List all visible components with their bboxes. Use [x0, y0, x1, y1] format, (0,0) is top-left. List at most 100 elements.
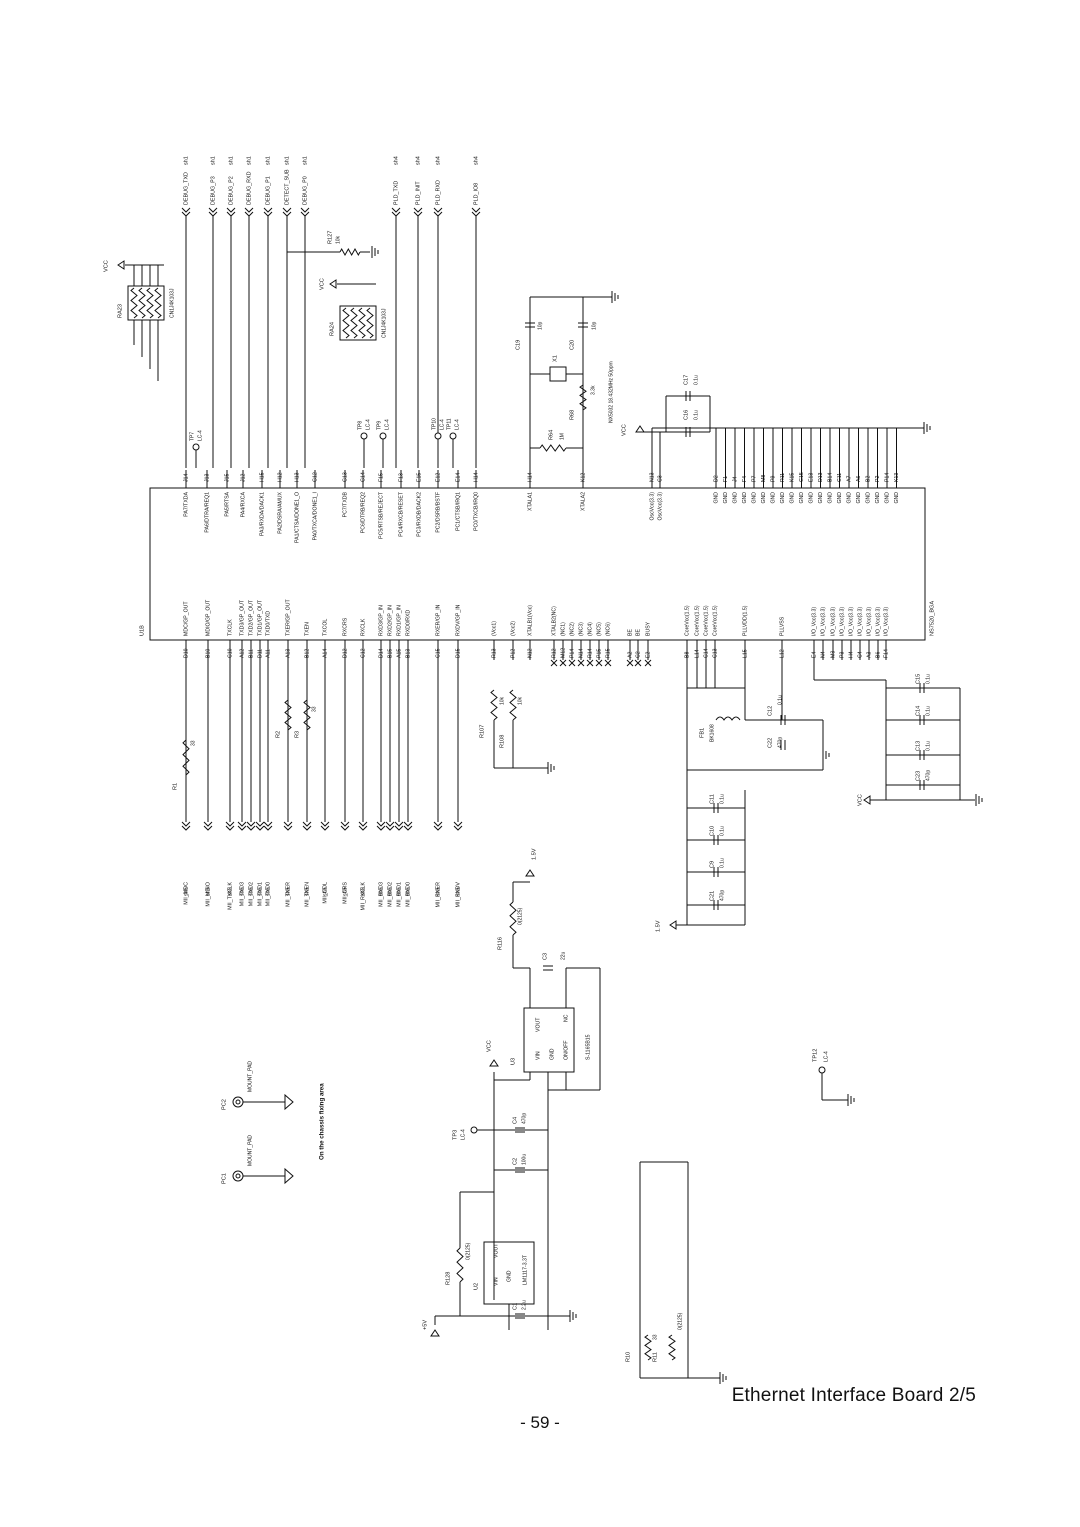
nc-cross: [604, 659, 612, 667]
part-label: LC-4: [365, 419, 371, 430]
c2-capacitor: [515, 1167, 525, 1173]
ref-label: TP11: [446, 418, 452, 430]
r10-ground: [719, 1372, 727, 1384]
chev: [403, 821, 413, 827]
power-label: VCC: [103, 260, 109, 272]
r116-resistor: [509, 901, 517, 936]
chev: [244, 207, 254, 213]
chev: [226, 211, 236, 217]
chev: [181, 207, 191, 213]
net-sheet: sh5: [387, 887, 393, 896]
pin-name: GND: [732, 492, 738, 504]
c4-capacitor: [515, 1127, 525, 1133]
mii-port-chevron: [320, 821, 330, 831]
vcc-arrow: [329, 279, 337, 289]
net-name: MII_RXCLK: [360, 882, 366, 911]
ref-label: PC1: [221, 1173, 227, 1184]
value-label: 0(2125): [465, 1242, 471, 1260]
net-sheet: sh1: [302, 156, 308, 165]
part-label: NX5032 18.432MHz 50ppm: [608, 361, 614, 423]
ref-label: R127: [327, 231, 333, 244]
pin-name: PC1/CTSB/IRQ1: [455, 492, 461, 531]
pin-name: RXD3/GP_IN: [378, 605, 384, 636]
pin-name: CoreVcc(1.5): [694, 605, 700, 636]
pin-name: (NC6): [605, 622, 611, 636]
pll-ground: [822, 749, 830, 761]
pin-name: (Vcc2): [510, 621, 516, 636]
pin-number: C14: [703, 648, 709, 658]
pin-name: GND: [846, 492, 852, 504]
ref-label: RA24: [329, 322, 335, 336]
value-label: 2.2u: [521, 1300, 527, 1310]
value-label: 0.1u: [693, 410, 699, 420]
chev: [246, 821, 256, 827]
pin-name: PA7/TXDA: [183, 491, 189, 516]
c16-capacitor: [685, 427, 691, 437]
c13-capacitor: [919, 750, 925, 760]
ra23-element: [138, 287, 146, 319]
pin-number: D11: [257, 649, 263, 658]
tp11-circle: [449, 432, 457, 440]
pin-name: BE: [635, 629, 641, 636]
pin-name: XTALB2(NC): [551, 606, 557, 636]
part-label: LC-4: [384, 419, 390, 430]
value-label: 0(2125): [517, 907, 523, 925]
pin-name: RXDV/GP_IN: [455, 604, 461, 636]
top-net-port: [181, 207, 191, 217]
chev: [208, 207, 218, 213]
pullup-ground: [547, 762, 555, 774]
pin-number: C12: [360, 648, 366, 658]
net-sheet: sh1: [228, 156, 234, 165]
pin-name: GND: [827, 492, 833, 504]
net-name: PLD_IO8: [473, 183, 479, 205]
pin-number: C2: [635, 651, 641, 658]
pin-number: E4: [811, 652, 817, 658]
value-label: 0.1u: [719, 858, 725, 868]
value-label: 470p: [777, 737, 783, 748]
ref-label: RA23: [117, 304, 123, 318]
chassis-ground: [284, 1093, 294, 1111]
net-name: MII_RXD1: [396, 882, 402, 907]
chev: [385, 821, 395, 827]
part-label: CN1J4K103J: [381, 308, 387, 338]
value-label: 22u: [560, 951, 566, 960]
chev: [340, 821, 350, 827]
pin-name: CoreVcc(1.5): [712, 605, 718, 636]
chev: [263, 825, 273, 831]
ref-label: C10: [709, 826, 715, 836]
pin-name: RXCRS: [342, 617, 348, 636]
chev: [282, 211, 292, 217]
pin-name: PA5/RTSA: [224, 491, 230, 516]
tp10-circle: [434, 432, 442, 440]
pc2-pad-outer: [232, 1096, 244, 1108]
mii-port-chevron: [358, 821, 368, 831]
v15-arrow: [525, 869, 535, 877]
pin-name: TXCOL: [322, 619, 328, 636]
chev: [413, 211, 423, 217]
mii-port-chevron: [237, 821, 247, 831]
pin-number: F14: [883, 649, 889, 658]
ref-label: R10: [625, 1352, 631, 1362]
part-label: LM1117-3.3T: [522, 1254, 528, 1285]
net-sheet: sh4: [393, 156, 399, 165]
ref-label: R116: [497, 937, 503, 950]
pin-number: R14: [587, 648, 593, 658]
value-label: 0(2125): [677, 1312, 683, 1330]
pin-number: H15: [259, 472, 265, 482]
pin-number: A6: [856, 476, 862, 482]
chev: [203, 825, 213, 831]
pin-name: GND: [884, 492, 890, 504]
ref-label: C13: [915, 741, 921, 751]
pin-name: RXER/GP_IN: [435, 604, 441, 636]
net-name: MII_CRS: [342, 882, 348, 904]
ref-label: R11: [652, 1352, 658, 1362]
pin-name: ON/OFF: [563, 1040, 569, 1060]
net-name: DEBUG_P1: [265, 176, 271, 205]
pin-name: OscVcc(3.3): [657, 492, 663, 521]
net-name: MII_RXD3: [378, 882, 384, 907]
r68-resistor: [579, 384, 587, 411]
pin-name: VOUT: [535, 1017, 541, 1032]
c17-capacitor: [685, 391, 691, 401]
net-sheet: sh1: [284, 156, 290, 165]
chev: [340, 825, 350, 831]
